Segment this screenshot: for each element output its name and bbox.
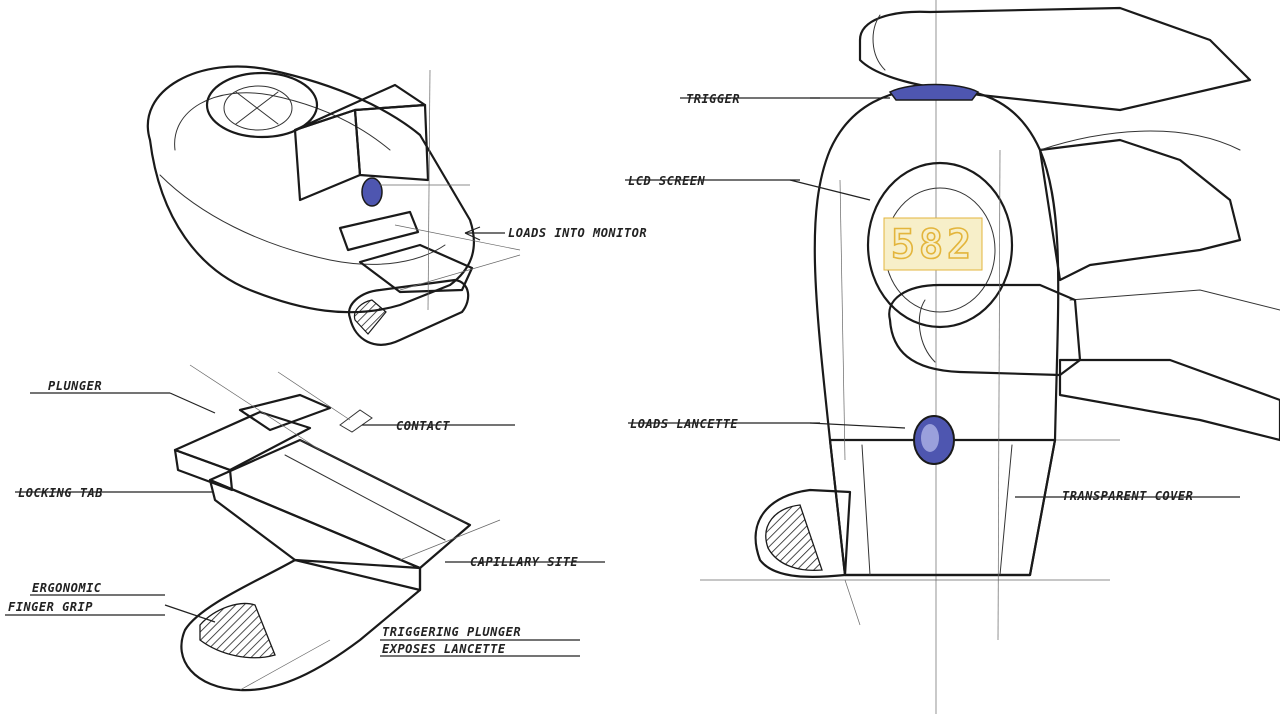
label-plunger: PLUNGER <box>48 379 102 393</box>
label-contact: CONTACT <box>396 419 450 433</box>
monitor-sketch <box>146 65 521 346</box>
label-loads-into-monitor: LOADS INTO MONITOR <box>508 226 647 240</box>
label-triggering-plunger: TRIGGERING PLUNGER <box>382 625 521 639</box>
leader-lines <box>5 97 1240 657</box>
label-transparent-cover: TRANSPARENT COVER <box>1062 489 1193 503</box>
label-finger-grip: FINGER GRIP <box>8 600 93 614</box>
annotations: LOADS INTO MONITOR PLUNGER CONTACT LOCKI… <box>8 92 1193 656</box>
label-trigger: TRIGGER <box>686 92 740 106</box>
lcd-reading: 582 <box>891 222 975 268</box>
label-exposes-lancette: EXPOSES LANCETTE <box>382 642 506 656</box>
label-ergonomic: ERGONOMIC <box>32 581 102 595</box>
device-in-hand-sketch: 582 <box>700 0 1280 714</box>
label-locking-tab: LOCKING TAB <box>18 486 103 500</box>
label-lcd-screen: LCD SCREEN <box>628 174 706 188</box>
label-capillary-site: CAPILLARY SITE <box>470 555 578 569</box>
lancet-cartridge-sketch <box>173 364 501 692</box>
label-loads-lancette: LOADS LANCETTE <box>630 417 738 431</box>
